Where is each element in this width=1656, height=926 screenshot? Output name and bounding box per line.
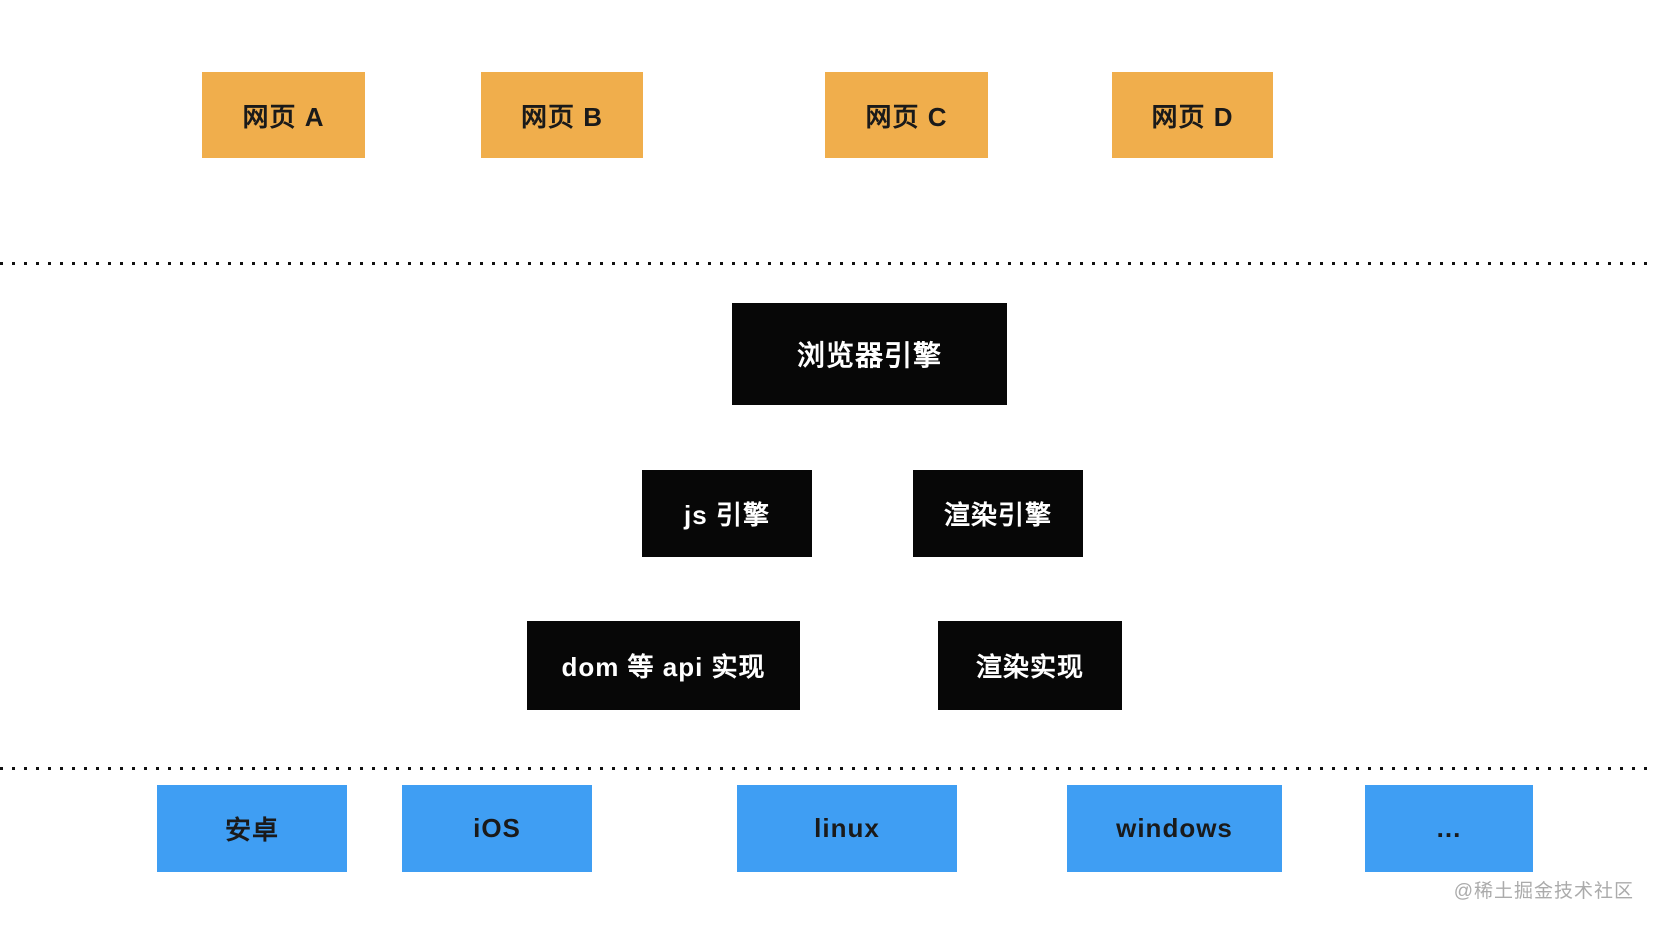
render-implementation-box: 渲染实现: [938, 621, 1122, 710]
platform-linux-box: linux: [737, 785, 957, 872]
js-engine-box: js 引擎: [642, 470, 812, 557]
webpage-a-box: 网页 A: [202, 72, 365, 158]
platform-ios-box: iOS: [402, 785, 592, 872]
platform-windows-box: windows: [1067, 785, 1282, 872]
webpage-c-box: 网页 C: [825, 72, 988, 158]
separator-line-top: [0, 262, 1656, 265]
webpage-b-box: 网页 B: [481, 72, 643, 158]
webpage-d-box: 网页 D: [1112, 72, 1273, 158]
watermark: @稀土掘金技术社区: [1453, 881, 1634, 902]
dom-api-implementation-box: dom 等 api 实现: [527, 621, 800, 710]
platform-android-box: 安卓: [157, 785, 347, 872]
separator-line-bottom: [0, 767, 1656, 770]
platform-others-box: ...: [1365, 785, 1533, 872]
render-engine-box: 渲染引擎: [913, 470, 1083, 557]
browser-engine-box: 浏览器引擎: [732, 303, 1007, 405]
